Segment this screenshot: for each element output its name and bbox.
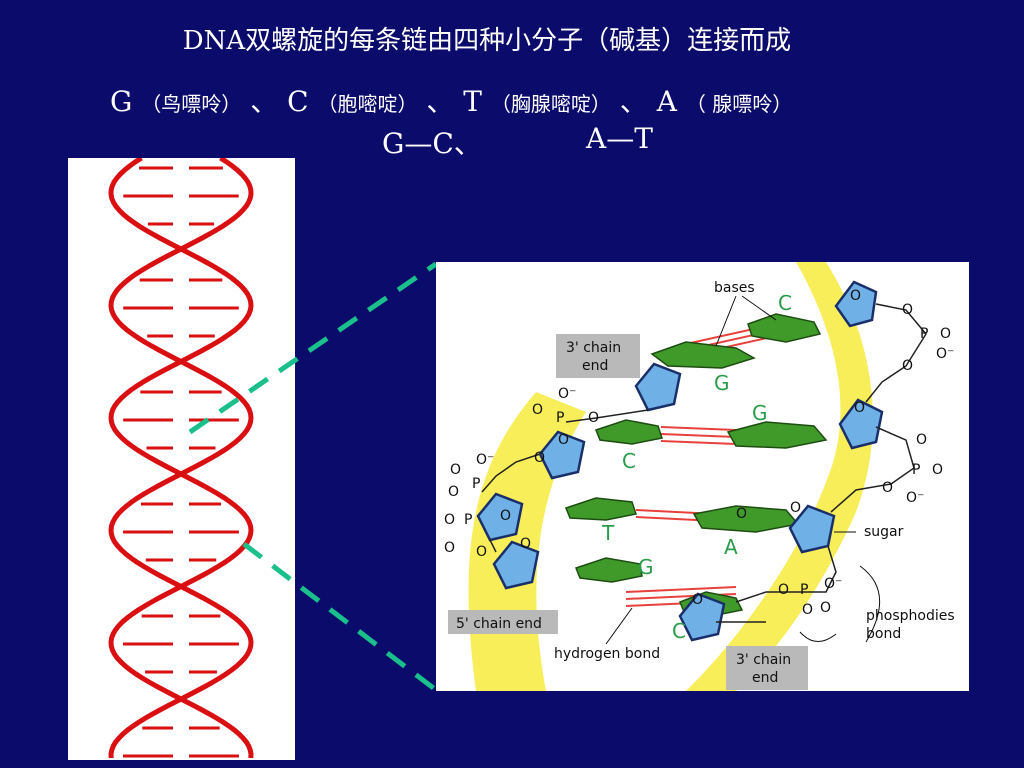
svg-text:P: P — [912, 462, 920, 478]
svg-text:O⁻: O⁻ — [476, 452, 494, 468]
svg-text:O: O — [854, 400, 865, 416]
base-name-g: （鸟嘌呤） — [141, 92, 242, 116]
base-letter-a: A — [656, 85, 677, 118]
svg-text:3' chain: 3' chain — [566, 340, 621, 356]
svg-text:O: O — [882, 480, 893, 496]
base-letter-c: C — [287, 85, 309, 118]
label-sugar: sugar — [864, 524, 904, 540]
backbone-band-right — [686, 262, 873, 691]
svg-text:O: O — [932, 462, 943, 478]
svg-text:O: O — [902, 358, 913, 374]
svg-text:O: O — [820, 600, 831, 616]
svg-text:P: P — [464, 512, 472, 528]
box-3prime-top — [556, 334, 640, 378]
svg-text:O: O — [736, 506, 747, 522]
letter-a: A — [724, 535, 738, 559]
svg-text:end: end — [582, 358, 608, 374]
title-text: 双螺旋的每条链由四种小分子（碱基）连接而成 — [245, 26, 792, 56]
base-letter-labels: C G G C T A G C — [601, 291, 792, 643]
letter-c-1: C — [622, 449, 636, 473]
svg-text:O: O — [444, 512, 455, 528]
helix-panel — [68, 155, 295, 760]
dna-structure-svg: O O P O O⁻ O O O P O O⁻ O O O O⁻ P O O O… — [444, 262, 955, 691]
svg-text:O: O — [588, 410, 599, 426]
svg-text:O: O — [778, 582, 789, 598]
letter-g-3: G — [638, 555, 654, 579]
svg-text:end: end — [752, 670, 778, 686]
svg-text:P: P — [920, 326, 928, 342]
svg-text:O: O — [790, 500, 801, 516]
label-phosphodiester-2: bond — [866, 626, 901, 642]
dna-structure-diagram: O O P O O⁻ O O O P O O⁻ O O O O⁻ P O O O… — [436, 262, 969, 691]
svg-text:O: O — [850, 288, 861, 304]
box-3prime-bottom — [726, 646, 808, 690]
svg-text:3' chain: 3' chain — [736, 652, 791, 668]
svg-text:O: O — [448, 484, 459, 500]
base-plates — [565, 313, 828, 617]
svg-text:O: O — [500, 508, 511, 524]
label-bases: bases — [714, 280, 755, 296]
svg-text:O: O — [902, 302, 913, 318]
svg-text:P: P — [472, 476, 480, 492]
svg-text:O⁻: O⁻ — [906, 490, 924, 506]
separator: 、 — [426, 85, 455, 118]
svg-text:O: O — [692, 592, 703, 608]
sugar-rings — [476, 280, 884, 642]
letter-t: T — [601, 521, 615, 545]
pair-at: A—T — [586, 122, 653, 155]
svg-text:O: O — [940, 326, 951, 342]
atom-labels: O O P O O⁻ O O O P O O⁻ O O O O⁻ P O O O… — [444, 288, 954, 618]
svg-text:O⁻: O⁻ — [936, 346, 954, 362]
svg-text:P: P — [556, 410, 564, 426]
diagram-labels: bases 3' chain end 5' chain end hydrogen… — [448, 280, 955, 690]
svg-text:O: O — [444, 540, 455, 556]
svg-text:O: O — [532, 402, 543, 418]
svg-text:O: O — [476, 544, 487, 560]
double-helix-illustration — [108, 155, 254, 759]
svg-text:O: O — [450, 462, 461, 478]
box-5prime — [448, 610, 558, 634]
letter-g-2: G — [752, 401, 768, 425]
separator: 、 — [619, 85, 648, 118]
label-hydrogen-bond: hydrogen bond — [554, 646, 660, 662]
svg-text:O: O — [534, 450, 545, 466]
svg-text:O: O — [558, 432, 569, 448]
backbone-bonds — [481, 303, 927, 623]
svg-text:O: O — [802, 602, 813, 618]
letter-c-top: C — [778, 291, 792, 315]
svg-text:P: P — [800, 582, 808, 598]
letter-c-2: C — [672, 619, 686, 643]
page-title: DNA双螺旋的每条链由四种小分子（碱基）连接而成 — [0, 20, 1024, 57]
svg-text:5' chain end: 5' chain end — [456, 616, 542, 632]
svg-text:O: O — [916, 432, 927, 448]
base-letter-t: T — [463, 85, 482, 118]
pair-gc: G—C、 — [382, 127, 482, 160]
base-name-c: （胞嘧啶） — [317, 92, 418, 116]
base-name-t: （胸腺嘧啶） — [490, 92, 611, 116]
svg-text:O⁻: O⁻ — [824, 576, 842, 592]
helix-strand-2 — [108, 155, 254, 759]
letter-g-1: G — [714, 371, 730, 395]
base-name-a: （ 腺嘌呤） — [685, 92, 793, 116]
base-letter-g: G — [110, 85, 133, 118]
separator: 、 — [250, 85, 279, 118]
title-lead: DNA — [182, 26, 246, 56]
svg-text:O⁻: O⁻ — [558, 386, 576, 402]
base-list: G （鸟嘌呤） 、 C （胞嘧啶） 、 T （胸腺嘧啶） 、 A （ 腺嘌呤） — [110, 80, 792, 120]
svg-text:O: O — [520, 536, 531, 552]
label-phosphodiester-1: phosphodies — [866, 608, 955, 624]
